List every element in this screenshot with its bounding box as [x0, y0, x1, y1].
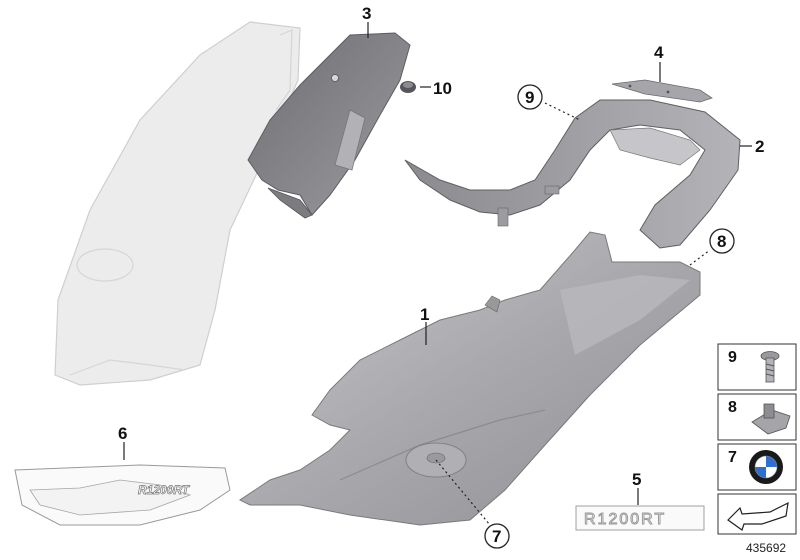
callout-6: 6: [118, 424, 127, 443]
legend-row-7: 7: [717, 443, 797, 491]
callout-9: 9: [525, 88, 534, 107]
callout-4: 4: [654, 43, 664, 62]
part-5-emblem: R1200RT: [575, 505, 705, 531]
leader-lines: [123, 22, 752, 526]
part-4-trim: [611, 79, 713, 103]
part-6-decal: R1200RT: [14, 464, 231, 526]
callout-8-circle: 8: [709, 228, 735, 254]
callout-7: 7: [492, 527, 501, 546]
shim-arrow-icon: [727, 501, 789, 531]
diagram-id: 435692: [746, 541, 786, 555]
callout-10: 10: [433, 79, 452, 98]
ghost-fairing: [54, 21, 301, 386]
part-2-rail: [404, 99, 741, 249]
callout-2: 2: [755, 137, 764, 156]
part-10-grommet: [400, 81, 416, 93]
callout-9-circle: 9: [517, 84, 543, 110]
part-3-cover: [247, 32, 411, 219]
bmw-logo-icon: [749, 450, 783, 484]
callout-1: 1: [420, 305, 429, 324]
legend-number: 8: [728, 399, 737, 416]
legend-number: 7: [728, 449, 737, 466]
callout-7-circle: 7: [484, 523, 510, 549]
clip-nut-icon: [751, 403, 791, 435]
legend-row-9: 9: [717, 343, 797, 391]
legend-row-8: 8: [717, 393, 797, 441]
legend: 9 8 7: [717, 343, 797, 535]
part-1-side-panel: [239, 231, 701, 526]
callout-5: 5: [632, 470, 641, 489]
callout-8: 8: [717, 232, 726, 251]
screw-icon: [760, 351, 780, 383]
decal-label: R1200RT: [138, 483, 191, 497]
emblem-label: R1200RT: [584, 511, 666, 528]
legend-number: 9: [728, 349, 737, 366]
callout-3: 3: [362, 4, 371, 23]
legend-row-arrow: [717, 493, 797, 535]
